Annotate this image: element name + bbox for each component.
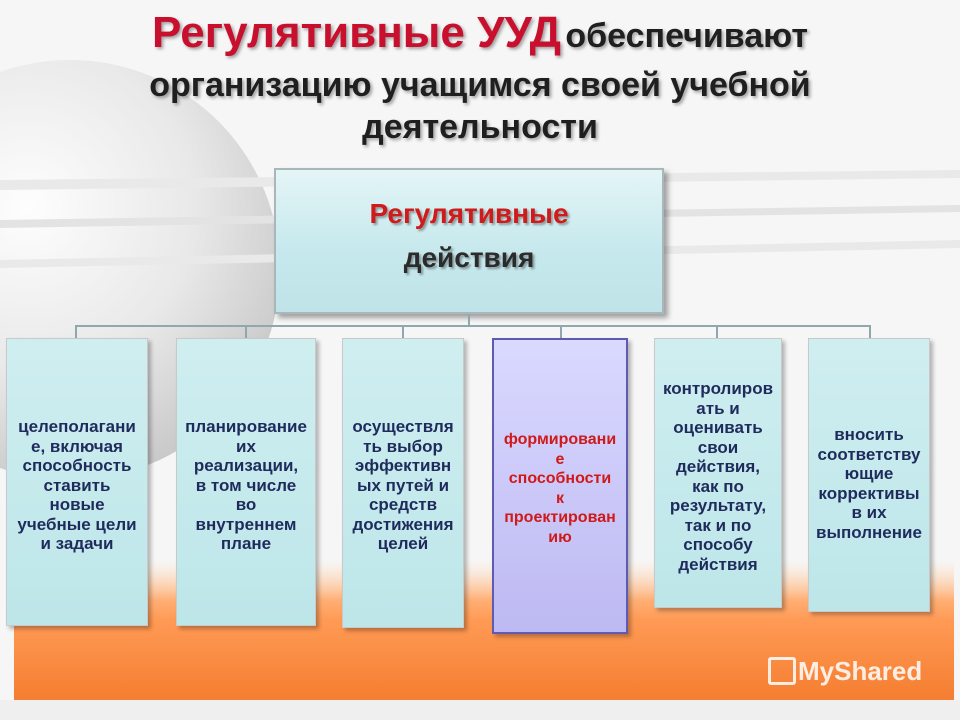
text-line: учебные цели (17, 514, 137, 534)
text-line: е (555, 450, 565, 468)
text-line: целеполагани (18, 417, 136, 436)
child-node-text: формировани е способности к проектирован… (494, 430, 626, 547)
text-line: контролиров (662, 379, 774, 398)
root-node-line2: действия (403, 242, 535, 273)
orange-band (14, 560, 954, 710)
text-line: действия (678, 554, 758, 574)
title-line3: деятельности (362, 108, 598, 146)
connector-drop-6 (869, 325, 871, 338)
child-node-5: контролиров ать и оценивать свои действи… (654, 338, 782, 608)
text-line: целей (377, 534, 429, 553)
child-node-4: формировани е способности к проектирован… (492, 338, 628, 634)
text-line: оценивать (673, 418, 763, 437)
watermark-logo-icon (768, 657, 796, 685)
text-line: осуществля (352, 417, 454, 436)
text-line: их (236, 436, 256, 456)
text-line: новые (49, 495, 105, 514)
text-line: способность (22, 456, 132, 475)
title-line2: организацию учащимся своей учебной (149, 66, 811, 104)
text-line: ать и (696, 398, 740, 418)
child-node-3: осуществля ть выбор эффективн ых путей и… (342, 338, 464, 628)
text-line: способу (683, 535, 753, 554)
text-line: ых путей и (356, 475, 450, 495)
text-line: соответству (817, 444, 921, 464)
connector-bus (75, 325, 871, 327)
text-line: в том числе (195, 475, 297, 495)
child-node-text: осуществля ть выбор эффективн ых путей и… (343, 417, 463, 554)
text-line: внутреннем (195, 514, 297, 534)
text-line: к (555, 489, 564, 507)
text-line: как по (692, 476, 744, 496)
text-line: ть выбор (363, 436, 443, 456)
text-line: свои (697, 437, 739, 457)
slide-bottom-frame (0, 700, 960, 720)
text-line: эффективн (354, 456, 452, 475)
text-line: достижения (352, 514, 454, 534)
connector-drop-4 (560, 325, 562, 338)
text-line: результату, (669, 496, 767, 515)
text-line: в их (851, 503, 887, 522)
child-node-text: планирование их реализации, в том числе … (177, 417, 315, 554)
title-line1-rest: обеспечивают (565, 17, 808, 55)
text-line: действия, (675, 457, 761, 476)
slide-title: Регулятивные УУД обеспечивают (0, 8, 960, 58)
root-node: Регулятивные действия (274, 168, 664, 314)
title-highlight: Регулятивные УУД (152, 8, 561, 57)
text-line: и задачи (40, 534, 114, 553)
text-line: реализации, (193, 456, 299, 475)
child-node-text: вносить соответству ющие коррективы в их… (809, 425, 929, 542)
text-line: плане (220, 534, 272, 553)
text-line: ставить (43, 475, 111, 495)
text-line: так и по (684, 515, 752, 535)
root-node-label: Регулятивные действия (276, 192, 662, 280)
text-line: выполнение (816, 522, 922, 542)
text-line: во (235, 495, 257, 514)
watermark-text: MyShared (798, 656, 923, 686)
connector-drop-2 (245, 325, 247, 338)
text-line: способности (508, 470, 612, 487)
child-node-1: целеполагани е, включая способность став… (6, 338, 148, 626)
text-line: формировани (503, 431, 617, 448)
text-line: е, включая (31, 436, 123, 456)
text-line: проектирован (504, 509, 616, 526)
text-line: средств (368, 495, 438, 514)
text-line: планирование (185, 417, 307, 436)
root-node-line1: Регулятивные (369, 198, 569, 229)
child-node-text: контролиров ать и оценивать свои действи… (655, 379, 781, 574)
text-line: ющие (844, 464, 894, 483)
child-node-text: целеполагани е, включая способность став… (7, 417, 147, 554)
text-line: ию (548, 528, 572, 546)
connector-drop-3 (402, 325, 404, 338)
connector-drop-1 (75, 325, 77, 338)
connector-drop-5 (716, 325, 718, 338)
text-line: коррективы (818, 483, 920, 503)
child-node-2: планирование их реализации, в том числе … (176, 338, 316, 626)
connector-trunk (468, 314, 470, 326)
text-line: вносить (834, 425, 904, 444)
child-node-6: вносить соответству ющие коррективы в их… (808, 338, 930, 612)
